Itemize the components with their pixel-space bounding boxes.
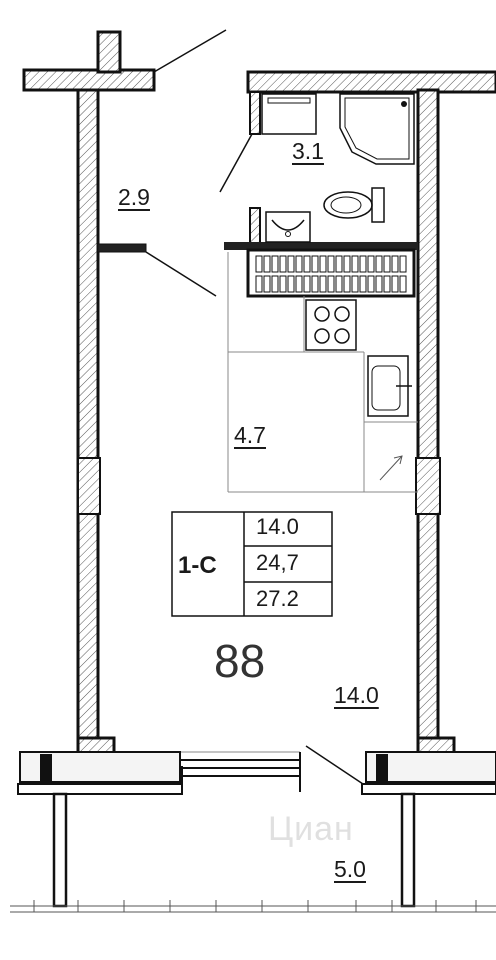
entry-door-swing <box>153 29 227 73</box>
bathroom-kitchen-wall <box>224 242 418 250</box>
top-right-wall <box>246 70 496 94</box>
washing-machine <box>261 93 317 135</box>
apartment-number: 88 <box>214 635 266 687</box>
apartment-type: 1-С <box>178 552 217 579</box>
kitchen-counter <box>227 252 418 493</box>
bathroom-sink <box>265 211 311 243</box>
apartment-info-box <box>171 511 333 617</box>
bathroom-door-swing <box>219 133 253 193</box>
total-area-value: 24,7 <box>256 550 299 575</box>
balcony-railing <box>10 900 496 913</box>
left-wall <box>76 88 100 740</box>
hallway-door-swing <box>145 251 217 297</box>
right-slab <box>361 751 496 795</box>
watermark: Циан <box>268 810 354 848</box>
toilet <box>323 187 385 223</box>
balcony-right-post <box>400 792 416 908</box>
total-with-balcony-value: 27.2 <box>256 586 299 611</box>
living-area-value: 14.0 <box>256 514 299 539</box>
room-area-bathroom: 3.1 <box>292 138 324 164</box>
right-wall <box>416 88 440 740</box>
balcony-door-swing <box>305 745 367 787</box>
fridge-symbol <box>379 455 403 481</box>
room-area-hallway: 2.9 <box>118 184 150 210</box>
shower-cabin <box>339 93 415 165</box>
top-left-wall <box>22 30 156 92</box>
stove <box>305 299 357 351</box>
room-area-living: 14.0 <box>334 682 379 708</box>
bathroom-partition-top <box>249 91 261 135</box>
room-area-balcony: 5.0 <box>334 856 366 882</box>
kitchen-sink <box>367 355 412 417</box>
right-pillar <box>415 457 441 515</box>
room-area-kitchen: 4.7 <box>234 422 266 448</box>
hallway-partition <box>97 243 147 253</box>
balcony-left-post <box>52 792 68 908</box>
ventilation-shaft <box>246 248 416 298</box>
left-slab <box>17 751 183 795</box>
left-pillar <box>77 457 101 515</box>
